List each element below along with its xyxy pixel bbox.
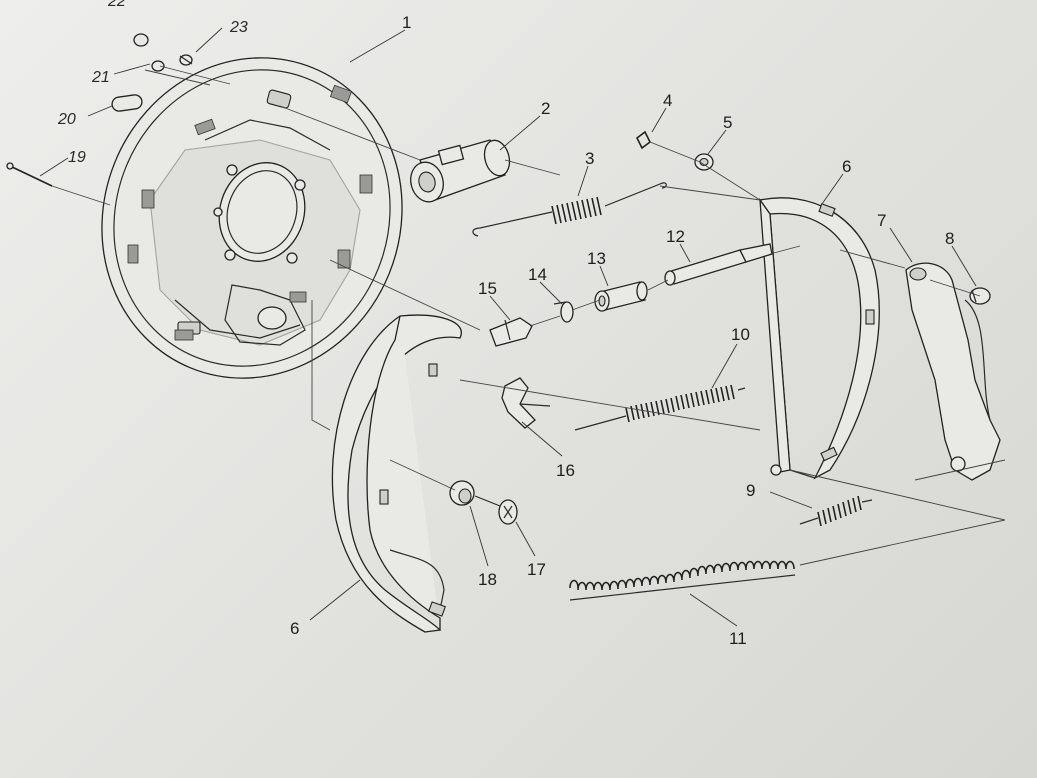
callout-labels: 1 2 3 4 5 6 7 8 9 10 11 12 13 14 15 16 1… <box>57 0 954 648</box>
callout-1: 1 <box>402 13 411 32</box>
spring-3 <box>472 182 667 237</box>
pin-19 <box>6 162 53 187</box>
clip-4 <box>635 130 652 150</box>
cap-22 <box>133 33 149 47</box>
adjuster-screw-12 <box>664 243 773 286</box>
brake-shoe-left <box>331 314 462 633</box>
callout-6-upper: 6 <box>842 157 851 176</box>
callout-20: 20 <box>57 111 76 128</box>
callout-23: 23 <box>229 19 248 36</box>
callout-5: 5 <box>723 113 732 132</box>
park-brake-lever <box>905 262 1001 481</box>
washer-5 <box>694 153 714 171</box>
callout-14: 14 <box>528 265 547 284</box>
callout-22: 22 <box>107 0 126 10</box>
leader-lines <box>39 27 977 627</box>
callout-8: 8 <box>945 229 954 248</box>
callout-13: 13 <box>587 249 606 268</box>
callout-15: 15 <box>478 279 497 298</box>
lever-16 <box>501 377 551 429</box>
adjuster-socket-13 <box>594 281 648 312</box>
callout-11: 11 <box>729 629 747 648</box>
bleeder-21 <box>151 60 165 72</box>
spring-9 <box>799 495 873 527</box>
plug-20 <box>111 94 143 112</box>
callout-17: 17 <box>527 560 546 579</box>
fitting-23 <box>179 54 193 66</box>
washer-14 <box>553 301 574 323</box>
backing-plate <box>101 57 403 379</box>
callout-9: 9 <box>746 481 755 500</box>
callout-7: 7 <box>877 211 886 230</box>
callout-10: 10 <box>731 325 750 344</box>
callout-3: 3 <box>585 149 594 168</box>
assembly-lines <box>51 65 1006 566</box>
wheel-cylinder <box>410 139 511 203</box>
retainer-cup-18 <box>449 480 501 507</box>
callout-18: 18 <box>478 570 497 589</box>
callout-21: 21 <box>91 69 110 86</box>
callout-19: 19 <box>68 149 86 166</box>
callout-2: 2 <box>541 99 550 118</box>
callout-16: 16 <box>556 461 575 480</box>
brake-shoe-right <box>758 197 880 480</box>
callout-6-lower: 6 <box>290 619 299 638</box>
retainer-17 <box>498 499 518 525</box>
spring-10 <box>574 384 746 431</box>
spring-11 <box>569 560 796 601</box>
callout-4: 4 <box>663 91 672 110</box>
callout-12: 12 <box>666 227 685 246</box>
actuator-15 <box>489 317 533 347</box>
